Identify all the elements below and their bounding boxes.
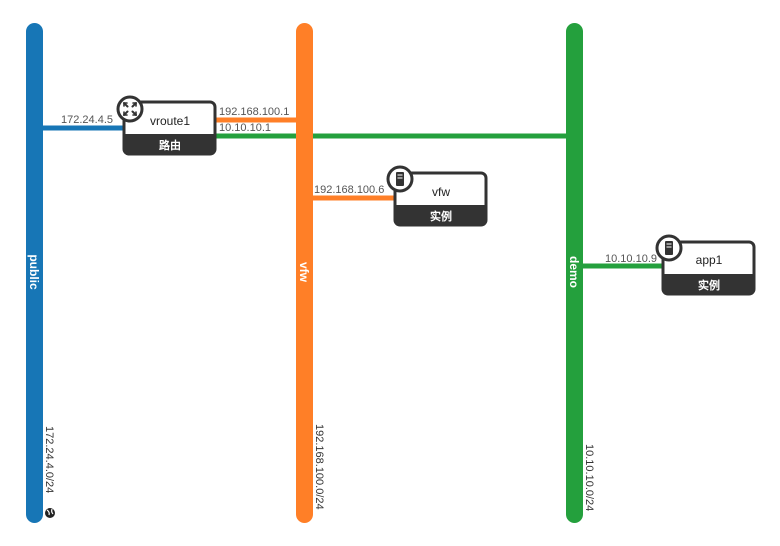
globe-icon — [45, 508, 55, 518]
network-demo[interactable]: demo 10.10.10.0/24 — [566, 23, 595, 523]
network-bar[interactable] — [296, 23, 313, 523]
port-ip-label: 192.168.100.1 — [219, 106, 289, 118]
network-cidr: 10.10.10.0/24 — [583, 444, 595, 511]
network-public[interactable]: public 172.24.4.0/24 — [26, 23, 55, 523]
node-type-label: 路由 — [159, 138, 181, 152]
node-type-band — [124, 134, 215, 154]
node-vroute1[interactable]: vroute1 路由 — [116, 95, 217, 156]
links — [42, 117, 663, 269]
node-name: vfw — [432, 185, 450, 199]
router-icon — [116, 95, 144, 123]
network-bar[interactable] — [566, 23, 583, 523]
node-type-band — [663, 274, 754, 294]
port-ip-label: 10.10.10.1 — [219, 122, 271, 134]
node-app1[interactable]: app1 实例 — [655, 234, 756, 296]
node-vfw[interactable]: vfw 实例 — [386, 165, 488, 227]
port-ip-label: 192.168.100.6 — [314, 184, 384, 196]
network-name: vfw — [297, 262, 311, 283]
server-icon — [655, 234, 683, 262]
network-bar[interactable] — [26, 23, 43, 523]
network-cidr: 172.24.4.0/24 — [43, 426, 55, 493]
node-name: app1 — [696, 253, 723, 267]
network-name: demo — [567, 256, 581, 288]
network-cidr: 192.168.100.0/24 — [313, 424, 325, 510]
node-name: vroute1 — [150, 114, 190, 128]
network-vfw[interactable]: vfw 192.168.100.0/24 — [296, 23, 325, 523]
node-type-label: 实例 — [698, 278, 720, 292]
port-ip-label: 172.24.4.5 — [61, 114, 113, 126]
port-ip-label: 10.10.10.9 — [605, 253, 657, 265]
server-icon — [386, 165, 414, 193]
network-name: public — [27, 254, 41, 290]
node-type-label: 实例 — [430, 209, 452, 223]
node-type-band — [395, 205, 486, 225]
